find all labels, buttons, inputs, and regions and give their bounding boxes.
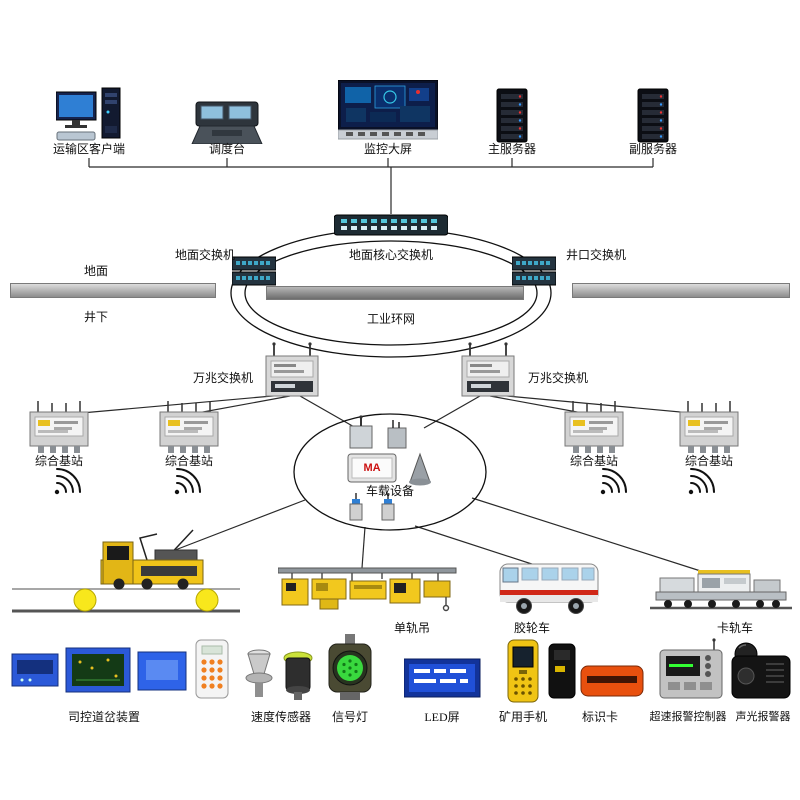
surface-bar-left — [10, 283, 216, 298]
label-core-switch: 地面核心交换机 — [348, 248, 433, 262]
wifi-signal-icon — [172, 466, 202, 501]
label-switch-control-device: 司控道岔装置 — [67, 710, 140, 724]
tengig-switch-left-icon — [262, 342, 322, 403]
core-switch-icon — [333, 213, 449, 242]
label-industrial-ring: 工业环网 — [366, 312, 415, 326]
client-computer-icon — [55, 86, 122, 149]
label-onboard-equipment: 车载设备 — [365, 484, 414, 498]
tengig-switch-right-icon — [458, 342, 518, 403]
led-screen-icon — [403, 657, 482, 704]
label-underground: 井下 — [83, 310, 108, 324]
label-monorail-crane: 单轨吊 — [393, 621, 430, 635]
label-sound-light-alarm: 声光报警器 — [735, 711, 791, 723]
label-main-server: 主服务器 — [487, 142, 536, 156]
dispatch-console-icon — [190, 98, 264, 149]
label-rail-clamp-vehicle: 卡轨车 — [716, 621, 753, 635]
label-base-station-3: 综合基站 — [569, 454, 618, 468]
signal-light-icon — [326, 634, 374, 709]
label-shaft-switch: 井口交换机 — [565, 248, 626, 262]
base-station-1-icon — [28, 400, 90, 461]
electric-locomotive-icon — [95, 522, 215, 605]
id-card-icon — [545, 642, 647, 709]
label-signal-light: 信号灯 — [331, 710, 368, 724]
rubber-tyred-vehicle-icon — [498, 556, 602, 621]
base-station-4-icon — [678, 400, 740, 461]
wifi-signal-icon — [52, 466, 82, 501]
onboard-equipment-ellipse — [293, 413, 487, 531]
overspeed-alarm-controller-icon — [656, 638, 726, 709]
label-ground-switch: 地面交换机 — [174, 248, 235, 262]
surface-bar-middle — [266, 286, 524, 300]
wifi-signal-icon — [598, 466, 628, 501]
label-tengig-right: 万兆交换机 — [527, 371, 588, 385]
label-surface: 地面 — [83, 264, 108, 278]
shaft-switch-icon — [511, 256, 557, 291]
speed-sensor-icon — [240, 642, 322, 709]
label-id-card: 标识卡 — [581, 710, 618, 724]
label-rubber-tyred-vehicle: 胶轮车 — [513, 621, 550, 635]
base-station-2-icon — [158, 400, 220, 461]
label-speed-sensor: 速度传感器 — [250, 710, 311, 724]
label-client: 运输区客户端 — [52, 142, 125, 156]
main-server-icon — [494, 88, 530, 149]
monorail-crane-icon — [277, 558, 458, 629]
switch-control-device-icon — [10, 638, 230, 709]
locomotive-track — [12, 588, 240, 613]
label-backup-server: 副服务器 — [628, 142, 677, 156]
label-led-screen: LED屏 — [424, 710, 460, 724]
surface-bar-right — [572, 283, 790, 298]
onboard-devices-icon — [294, 414, 486, 537]
label-overspeed-alarm-controller: 超速报警控制器 — [649, 711, 727, 723]
mine-phone-icon — [503, 638, 543, 711]
ma-certification-mark: MA — [363, 462, 381, 474]
label-tengig-left: 万兆交换机 — [192, 371, 253, 385]
ground-switch-icon — [231, 256, 277, 291]
label-big-screen: 监控大屏 — [363, 142, 412, 156]
label-base-station-2: 综合基站 — [164, 454, 213, 468]
base-station-3-icon — [563, 400, 625, 461]
backup-server-icon — [635, 88, 671, 149]
monitor-wall-icon — [337, 79, 439, 147]
sound-light-alarm-icon — [730, 638, 794, 709]
label-base-station-1: 综合基站 — [34, 454, 83, 468]
label-mine-phone: 矿用手机 — [498, 710, 547, 724]
rail-clamp-vehicle-icon — [648, 562, 794, 619]
wifi-signal-icon — [686, 466, 716, 501]
label-dispatch: 调度台 — [208, 142, 245, 156]
industrial-ring-inner — [244, 240, 538, 346]
label-base-station-4: 综合基站 — [684, 454, 733, 468]
